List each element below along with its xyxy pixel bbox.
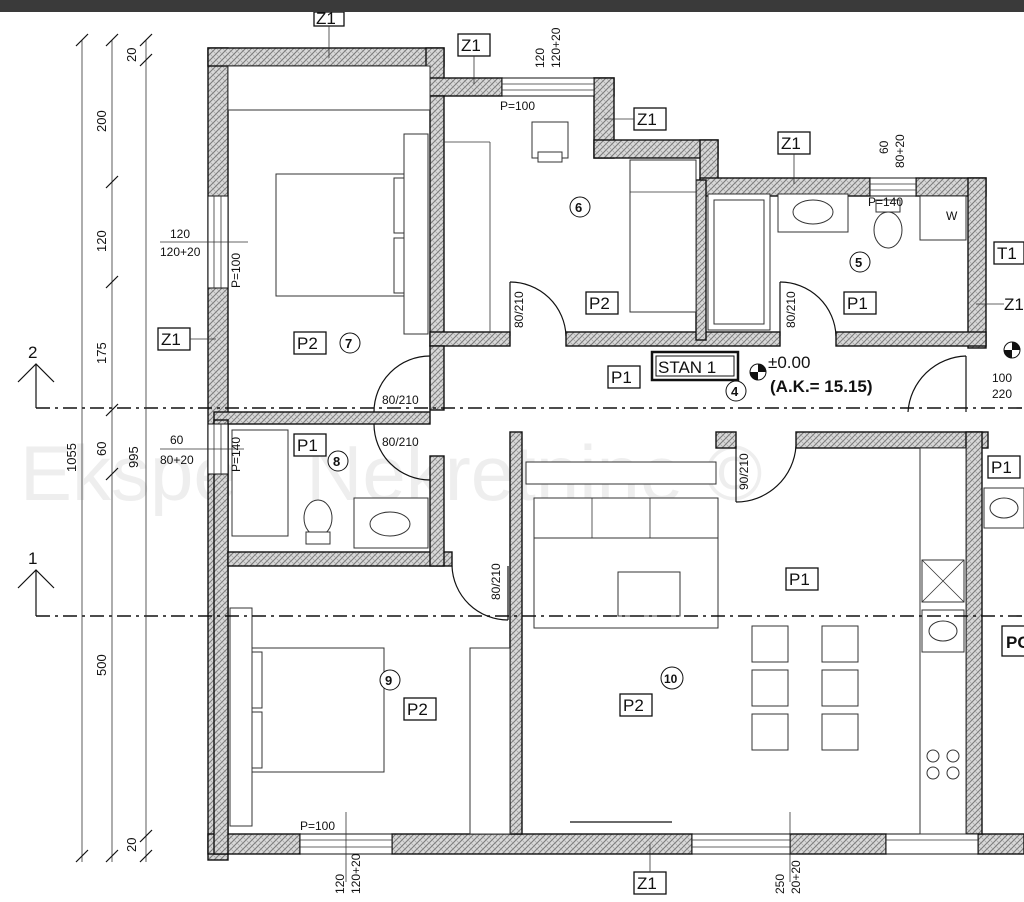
window-sublabel-room8: 80+20 [160, 453, 194, 467]
svg-text:6: 6 [575, 200, 582, 215]
floor-tag-room8: P1 [293, 433, 327, 457]
window-sill-room7: P=100 [229, 253, 243, 288]
right-dim-100: 100 [992, 371, 1012, 385]
floor-tag-room5: P1 [843, 291, 877, 315]
svg-text:Z1: Z1 [316, 12, 336, 28]
dim-seg-4: 60 [94, 442, 109, 456]
z1-tag-left: Z1 [157, 327, 216, 351]
svg-text:Z1: Z1 [1004, 295, 1024, 314]
svg-text:Z1: Z1 [637, 874, 657, 893]
floor-tag-pc: PC [1001, 625, 1024, 657]
z1-tag-top-2: Z1 [457, 33, 491, 84]
svg-text:P1: P1 [297, 436, 318, 455]
door-label-room6: 80/210 [512, 291, 526, 328]
svg-text:Z1: Z1 [461, 36, 481, 55]
svg-text:P2: P2 [589, 294, 610, 313]
floor-tag-room7: P2 [293, 331, 327, 355]
washer-label: W [946, 209, 958, 223]
z1-tag-right: Z1 [976, 295, 1024, 314]
dim-seg-3: 175 [94, 342, 109, 364]
svg-text:P1: P1 [611, 368, 632, 387]
furniture [227, 65, 1024, 835]
room-number-9: 9 [379, 669, 401, 691]
unit-level: ±0.00 [768, 353, 810, 372]
door-label-room7: 80/210 [382, 393, 419, 407]
z1-tag-bottom: Z1 [633, 844, 667, 895]
svg-text:8: 8 [333, 454, 340, 469]
svg-text:Z1: Z1 [781, 134, 801, 153]
door-label-room10: 90/210 [737, 453, 751, 490]
floor-tag-room6: P2 [585, 291, 619, 315]
dim-seg-0: 20 [124, 48, 139, 62]
right-dim-220: 220 [992, 387, 1012, 401]
room-number-5: 5 [849, 251, 871, 273]
room-number-4: 4 [725, 380, 747, 402]
svg-text:Z1: Z1 [161, 330, 181, 349]
unit-ak: (A.K.= 15.15) [770, 377, 873, 396]
dim-seg-2: 120 [94, 230, 109, 252]
window-sublabel-room7: 120+20 [160, 245, 201, 259]
floor-tag-hall: P1 [607, 365, 641, 389]
room-number-10: 10 [660, 666, 684, 690]
svg-text:P1: P1 [789, 570, 810, 589]
window-sill-room8: P=140 [229, 437, 243, 472]
window-label-room6: 120 [533, 48, 547, 68]
level-mark-right [1003, 341, 1021, 359]
svg-text:4: 4 [731, 384, 739, 399]
svg-text:T1: T1 [997, 244, 1017, 263]
svg-text:P2: P2 [623, 696, 644, 715]
window-sill-room5: P=140 [868, 195, 903, 209]
floor-tag-room9: P2 [403, 697, 437, 721]
section-lines [17, 363, 1024, 617]
t1-tag: T1 [993, 241, 1024, 265]
room-number-7: 7 [339, 332, 361, 354]
svg-text:5: 5 [855, 255, 862, 270]
floor-plan: Ekspert Nekretnine © [17, 12, 1024, 895]
dimension-lines [75, 33, 153, 863]
section-mark-1: 1 [28, 549, 37, 568]
svg-text:9: 9 [385, 673, 392, 688]
z1-tag-top: Z1 [313, 12, 345, 58]
svg-text:10: 10 [664, 672, 678, 686]
dim-total-inner: 995 [126, 446, 141, 468]
door-label-room5: 80/210 [784, 291, 798, 328]
top-bar [0, 0, 1024, 12]
window-label-room8: 60 [170, 433, 184, 447]
svg-text:P2: P2 [297, 334, 318, 353]
window-label-room5: 60 [877, 140, 891, 154]
window-sill-room6: P=100 [500, 99, 535, 113]
unit-name: STAN 1 [658, 358, 716, 377]
section-mark-2: 2 [28, 343, 37, 362]
window-label-room9: 120 [333, 874, 347, 894]
dim-seg-1: 200 [94, 110, 109, 132]
svg-text:P1: P1 [991, 458, 1012, 477]
window-label-room7: 120 [170, 227, 190, 241]
unit-label: STAN 1 ±0.00 (A.K.= 15.15) [650, 350, 873, 396]
dim-seg-6: 20 [124, 838, 139, 852]
z1-tag-top-3: Z1 [604, 107, 667, 131]
floor-tag-room10: P2 [619, 693, 653, 717]
dim-total-outer: 1055 [64, 443, 79, 472]
svg-text:P1: P1 [847, 294, 868, 313]
svg-text:PC: PC [1006, 633, 1024, 652]
room-number-8: 8 [327, 450, 349, 472]
door-label-room9: 80/210 [489, 563, 503, 600]
svg-text:7: 7 [345, 336, 352, 351]
window-label-room10: 250 [773, 874, 787, 894]
doors [373, 281, 967, 621]
svg-text:Z1: Z1 [637, 110, 657, 129]
svg-text:P2: P2 [407, 700, 428, 719]
room-number-6: 6 [569, 196, 591, 218]
z1-tag-top-4: Z1 [777, 131, 811, 184]
window-sublabel-room5: 80+20 [893, 134, 907, 168]
window-sublabel-room9: 120+20 [349, 853, 363, 894]
floor-tag-right-bath: P1 [987, 455, 1021, 479]
floor-tag-kitchen: P1 [785, 567, 819, 591]
window-sill-room9: P=100 [300, 819, 335, 833]
window-sublabel-room10: 20+20 [789, 860, 803, 894]
window-sublabel-room6: 120+20 [549, 27, 563, 68]
dim-seg-5: 500 [94, 654, 109, 676]
door-label-room8: 80/210 [382, 435, 419, 449]
